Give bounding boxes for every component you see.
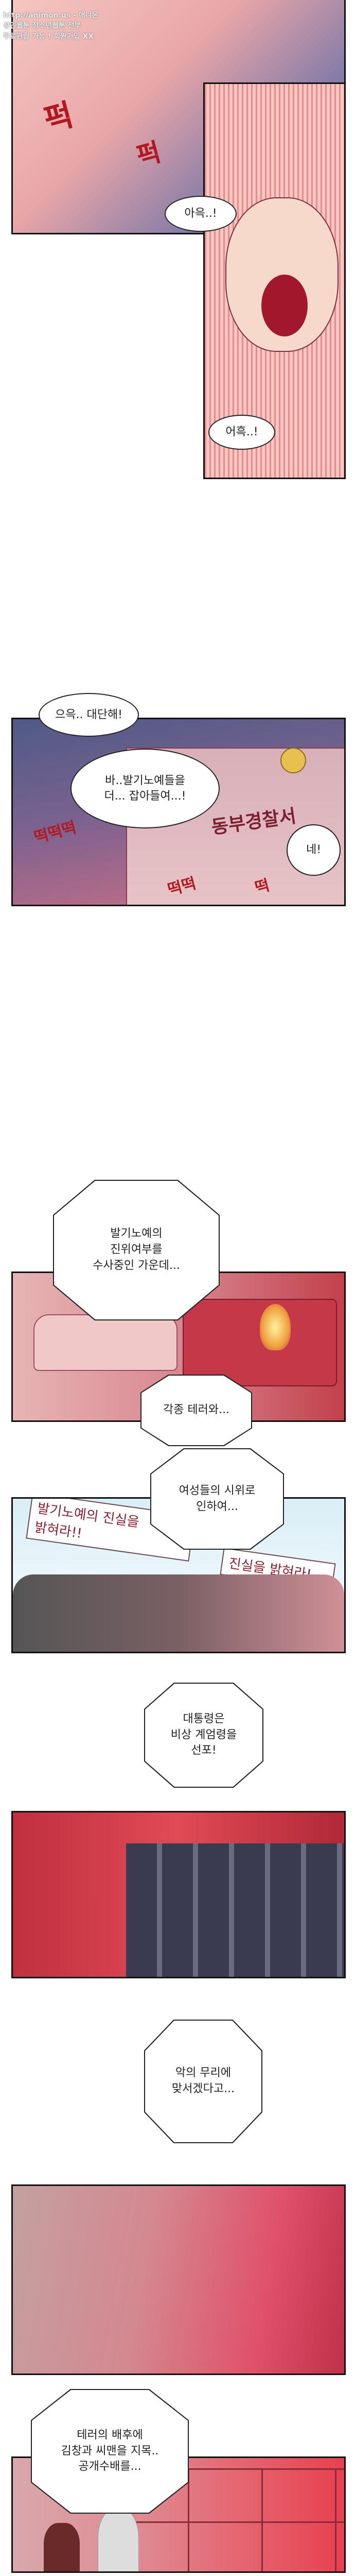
narration-text: 각종 테러와... <box>141 1376 251 1445</box>
car <box>33 1314 177 1371</box>
character-man <box>44 2523 80 2571</box>
police-emblem <box>280 748 306 773</box>
narration-text: 여성들의 시위로 인하여... <box>151 1449 283 1549</box>
jeep <box>183 1299 337 1386</box>
narration-text: 발기노예의 진위여부를 수사중인 가운데... <box>54 1181 219 1319</box>
speech-bubble: 네! <box>287 824 341 876</box>
sound-effect: 떡떡떡 <box>32 818 78 848</box>
fire <box>260 1304 291 1350</box>
watermark: http://animon.us - 애니몬 성인웹툰 정소년웹툰 전부 무료관… <box>3 10 98 42</box>
riot-police-line <box>126 1843 344 1977</box>
narration-box: 발기노예의 진위여부를 수사중인 가운데... <box>53 1180 220 1320</box>
character-woman <box>98 2507 139 2571</box>
narration-box: 악의 무리에 맞서겠다고... <box>144 2020 262 2143</box>
narration-text: 대통령은 비상 계엄령을 선포! <box>145 1684 262 1787</box>
watermark-line: http://animon.us - 애니몬 <box>3 11 99 20</box>
character-mouth <box>261 275 308 336</box>
panel-2 <box>203 82 346 479</box>
watermark-line: 무료관람 가능 ! 회원가입 XX <box>3 32 94 41</box>
sound-effect: 퍽 <box>40 96 77 139</box>
speech-bubble: 어흑..! <box>208 415 275 450</box>
panel-6 <box>11 1811 346 1978</box>
panel-7 <box>11 2184 346 2375</box>
narration-box: 대통령은 비상 계엄령을 선포! <box>144 1683 263 1788</box>
narration-text: 악의 무리에 맞서겠다고... <box>145 2021 261 2142</box>
narration-box: 여성들의 시위로 인하여... <box>150 1448 284 1550</box>
watermark-line: 성인웹툰 정소년웹툰 전부 <box>3 22 81 30</box>
narration-text: 테러의 배후에 김창과 씨맨을 지목.. 공개수배를... <box>32 2390 188 2513</box>
narration-box: 테러의 배후에 김창과 씨맨을 지목.. 공개수배를... <box>31 2389 189 2514</box>
crowd <box>13 1574 344 1652</box>
speech-bubble: 아윽..! <box>165 196 237 232</box>
sound-effect: 퍽 <box>133 137 164 172</box>
panel-8 <box>11 2456 346 2573</box>
narration-box: 각종 테러와... <box>140 1375 252 1446</box>
speech-bubble: 으윽.. 대단해! <box>39 693 139 737</box>
speech-bubble: 바..발기노예들을 더... 잡아들여...! <box>70 749 220 828</box>
